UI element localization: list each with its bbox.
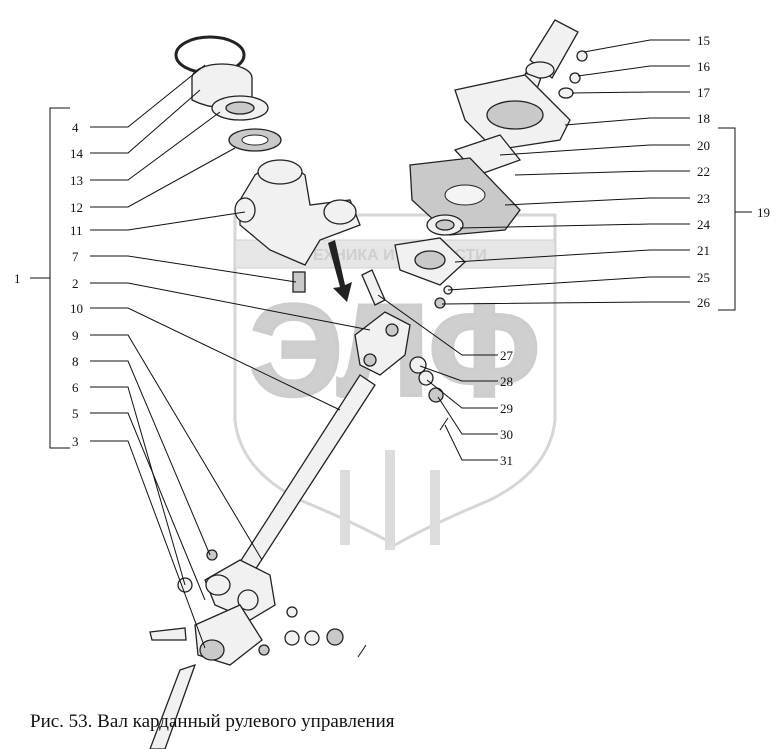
callout-25: 25 xyxy=(697,270,710,285)
watermark-shield xyxy=(233,213,557,547)
callout-13: 13 xyxy=(70,173,83,188)
callout-28: 28 xyxy=(500,374,513,389)
callout-3: 3 xyxy=(72,434,79,449)
callout-22: 22 xyxy=(697,164,710,179)
callout-15: 15 xyxy=(697,33,710,48)
callout-8: 8 xyxy=(72,354,79,369)
bracket-group-19 xyxy=(718,127,752,311)
callout-1: 1 xyxy=(14,271,21,286)
callout-20: 20 xyxy=(697,138,710,153)
watermark-wheat-icon xyxy=(340,450,440,550)
callout-29: 29 xyxy=(500,401,513,416)
callout-labels: 1 2 3 4 5 6 7 8 9 10 11 12 13 14 15 16 1… xyxy=(14,33,770,468)
bracket-group-1 xyxy=(30,107,70,449)
callout-11: 11 xyxy=(70,223,83,238)
callout-24: 24 xyxy=(697,217,711,232)
callout-2: 2 xyxy=(72,276,79,291)
callout-31: 31 xyxy=(500,453,513,468)
callout-17: 17 xyxy=(697,85,711,100)
callout-18: 18 xyxy=(697,111,710,126)
callout-21: 21 xyxy=(697,243,710,258)
callout-27: 27 xyxy=(500,348,514,363)
callout-7: 7 xyxy=(72,249,79,264)
callout-26: 26 xyxy=(697,295,711,310)
callout-10: 10 xyxy=(70,301,83,316)
callout-16: 16 xyxy=(697,59,711,74)
figure-caption: Рис. 53. Вал карданный рулевого управлен… xyxy=(30,711,395,732)
callout-19: 19 xyxy=(757,205,770,220)
callout-9: 9 xyxy=(72,328,79,343)
callout-14: 14 xyxy=(70,146,84,161)
leader-lines xyxy=(90,39,690,649)
callout-23: 23 xyxy=(697,191,710,206)
callout-5: 5 xyxy=(72,406,79,421)
callout-30: 30 xyxy=(500,427,513,442)
callout-12: 12 xyxy=(70,200,83,215)
callout-6: 6 xyxy=(72,380,79,395)
callout-4: 4 xyxy=(72,120,79,135)
